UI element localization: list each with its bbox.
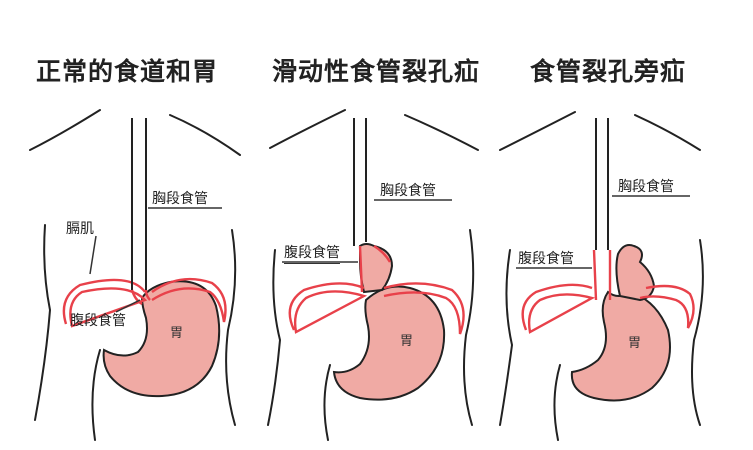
esophagus-normal [132, 118, 150, 304]
label-diaphragm: 膈肌 [66, 218, 94, 238]
body-left-contour [500, 250, 512, 425]
label-abdominal-esophagus-3: 腹段食管 [518, 248, 574, 268]
intestine-curve [324, 365, 330, 440]
body-right-contour [226, 230, 235, 425]
shoulder-left [270, 110, 345, 148]
shoulder-left [30, 110, 100, 150]
esophagus-paraesophageal [594, 118, 610, 300]
herniated-stomach-sliding [360, 244, 392, 292]
shoulder-right [635, 115, 700, 150]
title-sliding-hernia: 滑动性食管裂孔疝 [272, 52, 480, 88]
intestine-curve [92, 350, 100, 440]
stomach-normal [104, 281, 220, 396]
title-normal: 正常的食道和胃 [36, 52, 218, 88]
stomach-paraesophageal [572, 292, 670, 400]
label-stomach-3: 胃 [628, 332, 641, 351]
label-thoracic-esophagus-2: 胸段食管 [380, 180, 436, 200]
pointer-diaphragm-1 [90, 236, 96, 274]
shoulder-right [170, 115, 240, 155]
body-left-contour [268, 250, 280, 425]
label-thoracic-esophagus-3: 胸段食管 [618, 176, 674, 196]
label-abdominal-esophagus-2: 腹段食管 [284, 242, 340, 264]
body-right-contour [692, 240, 703, 425]
shoulder-left [500, 112, 575, 150]
intestine-curve [554, 365, 560, 440]
herniated-stomach-paraesophageal [616, 245, 654, 300]
body-left-contour [35, 225, 50, 420]
label-stomach-1: 胃 [170, 322, 183, 341]
title-paraesophageal-hernia: 食管裂孔旁疝 [530, 52, 686, 88]
label-stomach-2: 胃 [400, 330, 413, 349]
label-abdominal-esophagus-1: 腹段食管 [70, 310, 126, 330]
label-thoracic-esophagus-1: 胸段食管 [152, 188, 208, 208]
shoulder-right [405, 115, 478, 150]
body-right-contour [464, 230, 473, 425]
